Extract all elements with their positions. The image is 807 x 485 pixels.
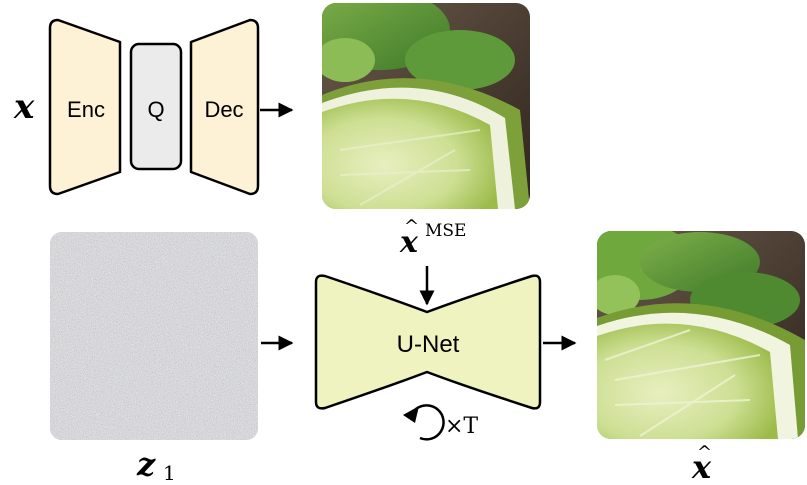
- quantizer-block: Q: [129, 42, 183, 171]
- noise-symbol: z: [136, 445, 156, 483]
- mse-superscript: MSE: [425, 221, 466, 241]
- repeat-label: ×T: [445, 414, 478, 439]
- quantizer-label: Q: [147, 97, 164, 122]
- mse-symbol: x: [399, 225, 419, 260]
- input-x-label: x: [13, 87, 35, 127]
- mse-reconstruction-image: [322, 3, 530, 209]
- loop-arrow-icon: [415, 404, 445, 441]
- output-hat: ^: [697, 442, 712, 463]
- unet-block: U-Net: [314, 274, 542, 410]
- encoder-block: Enc: [48, 18, 122, 196]
- encoder-label: Enc: [67, 97, 105, 122]
- output-label: x ^: [691, 442, 712, 485]
- decoder-label: Dec: [204, 97, 243, 122]
- noise-label: z 1: [136, 445, 176, 485]
- decoder-block: Dec: [189, 18, 260, 196]
- noise-subscript: 1: [163, 461, 176, 485]
- output-image: [597, 231, 805, 439]
- noise-image: [50, 232, 258, 440]
- mse-label: x ^ MSE: [399, 216, 466, 260]
- unet-label: U-Net: [397, 331, 460, 358]
- repeat-indicator: ×T: [403, 404, 478, 441]
- output-symbol: x: [691, 448, 712, 485]
- mse-hat: ^: [404, 216, 419, 237]
